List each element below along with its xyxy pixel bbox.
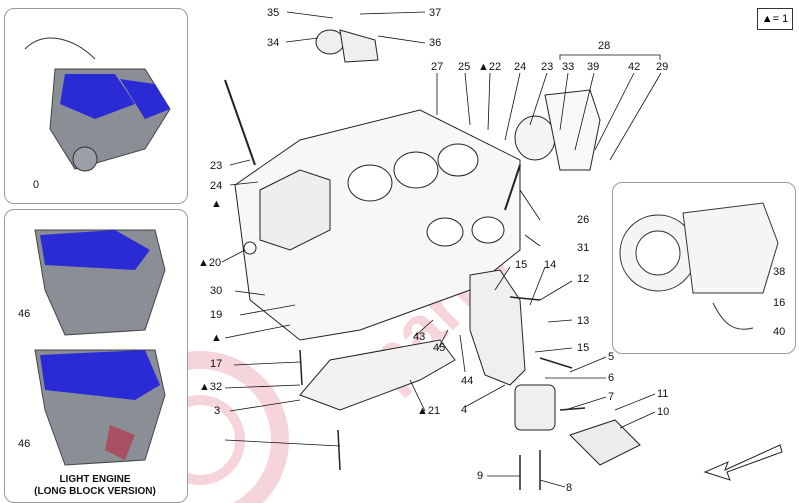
transmission-art: [619, 202, 779, 330]
callout-15-top[interactable]: 15: [515, 259, 528, 271]
callout-24-left[interactable]: 24: [210, 180, 223, 192]
callout-9[interactable]: 9: [477, 470, 484, 482]
callout-27[interactable]: 27: [431, 61, 444, 73]
callout-10[interactable]: 10: [657, 406, 670, 418]
callout-39[interactable]: 39: [587, 61, 600, 73]
callout-36[interactable]: 36: [429, 37, 442, 49]
callout-29[interactable]: 29: [656, 61, 669, 73]
callout-0[interactable]: 0: [33, 179, 40, 191]
callout-38[interactable]: 38: [773, 266, 786, 278]
callout-21[interactable]: ▲21: [417, 405, 441, 417]
callout-43[interactable]: 43: [413, 331, 426, 343]
callout-7[interactable]: 7: [608, 391, 615, 403]
callout-30[interactable]: 30: [210, 285, 223, 297]
callout-25[interactable]: 25: [458, 61, 471, 73]
callout-8[interactable]: 8: [566, 482, 573, 494]
engine-mount: [469, 269, 556, 431]
callout-34[interactable]: 34: [267, 37, 280, 49]
legend-quantity-key: ▲ = 1: [757, 8, 793, 30]
callout-11[interactable]: 11: [657, 388, 669, 400]
callout-19[interactable]: 19: [210, 309, 223, 321]
callout-15-bottom[interactable]: 15: [577, 342, 590, 354]
transmission-inset: [612, 182, 796, 354]
legend-symbol: ▲: [761, 13, 773, 25]
legend-text: = 1: [772, 13, 789, 25]
callout-46-a[interactable]: 46: [18, 308, 31, 320]
callout-26[interactable]: 26: [577, 214, 590, 226]
callout-32[interactable]: ▲32: [199, 381, 223, 393]
callout-37[interactable]: 37: [429, 7, 442, 19]
callout-28[interactable]: 28: [598, 40, 611, 52]
callout-5[interactable]: 5: [608, 351, 615, 363]
callout-35[interactable]: 35: [267, 7, 280, 19]
callout-44[interactable]: 44: [461, 375, 474, 387]
caption-line2: (LONG BLOCK VERSION): [34, 486, 156, 497]
callout-23-left[interactable]: 23: [210, 160, 223, 172]
callout-12[interactable]: 12: [577, 273, 590, 285]
callout-42[interactable]: 42: [628, 61, 641, 73]
bracket-plate: [569, 419, 641, 466]
light-engine-thumbnail-art: [34, 229, 166, 466]
callout-31[interactable]: 31: [577, 242, 590, 254]
front-arrow: [703, 444, 783, 481]
bolts: [299, 296, 586, 490]
callout-20[interactable]: ▲20: [198, 257, 222, 269]
callout-13[interactable]: 13: [577, 315, 590, 327]
callout-33[interactable]: 33: [562, 61, 575, 73]
top-mount: [315, 29, 379, 63]
callout-24-top[interactable]: 24: [514, 61, 527, 73]
callout-14[interactable]: 14: [544, 259, 557, 271]
callout-4[interactable]: 4: [461, 404, 468, 416]
callout-triangle-2[interactable]: ▲: [211, 332, 222, 344]
callout-23-top[interactable]: 23: [541, 61, 554, 73]
engine-thumbnail-art: [24, 37, 171, 172]
caption-line1: LIGHT ENGINE: [59, 474, 131, 485]
callout-46-b[interactable]: 46: [18, 438, 31, 450]
callout-16[interactable]: 16: [773, 297, 786, 309]
thumbnail-light-engine: [4, 209, 188, 503]
callout-40[interactable]: 40: [773, 326, 786, 338]
oil-pan: [299, 339, 456, 411]
engine-block: [234, 109, 521, 341]
callout-17[interactable]: 17: [210, 358, 223, 370]
callout-6[interactable]: 6: [608, 372, 615, 384]
callout-22[interactable]: ▲22: [478, 61, 502, 73]
thumbnail-engine-complete: [4, 8, 188, 204]
callout-45[interactable]: 45: [433, 342, 446, 354]
callout-triangle-1[interactable]: ▲: [211, 198, 222, 210]
light-engine-caption: LIGHT ENGINE (LONG BLOCK VERSION): [20, 474, 170, 498]
liner-assembly: [514, 89, 601, 171]
callout-3[interactable]: 3: [214, 405, 221, 417]
